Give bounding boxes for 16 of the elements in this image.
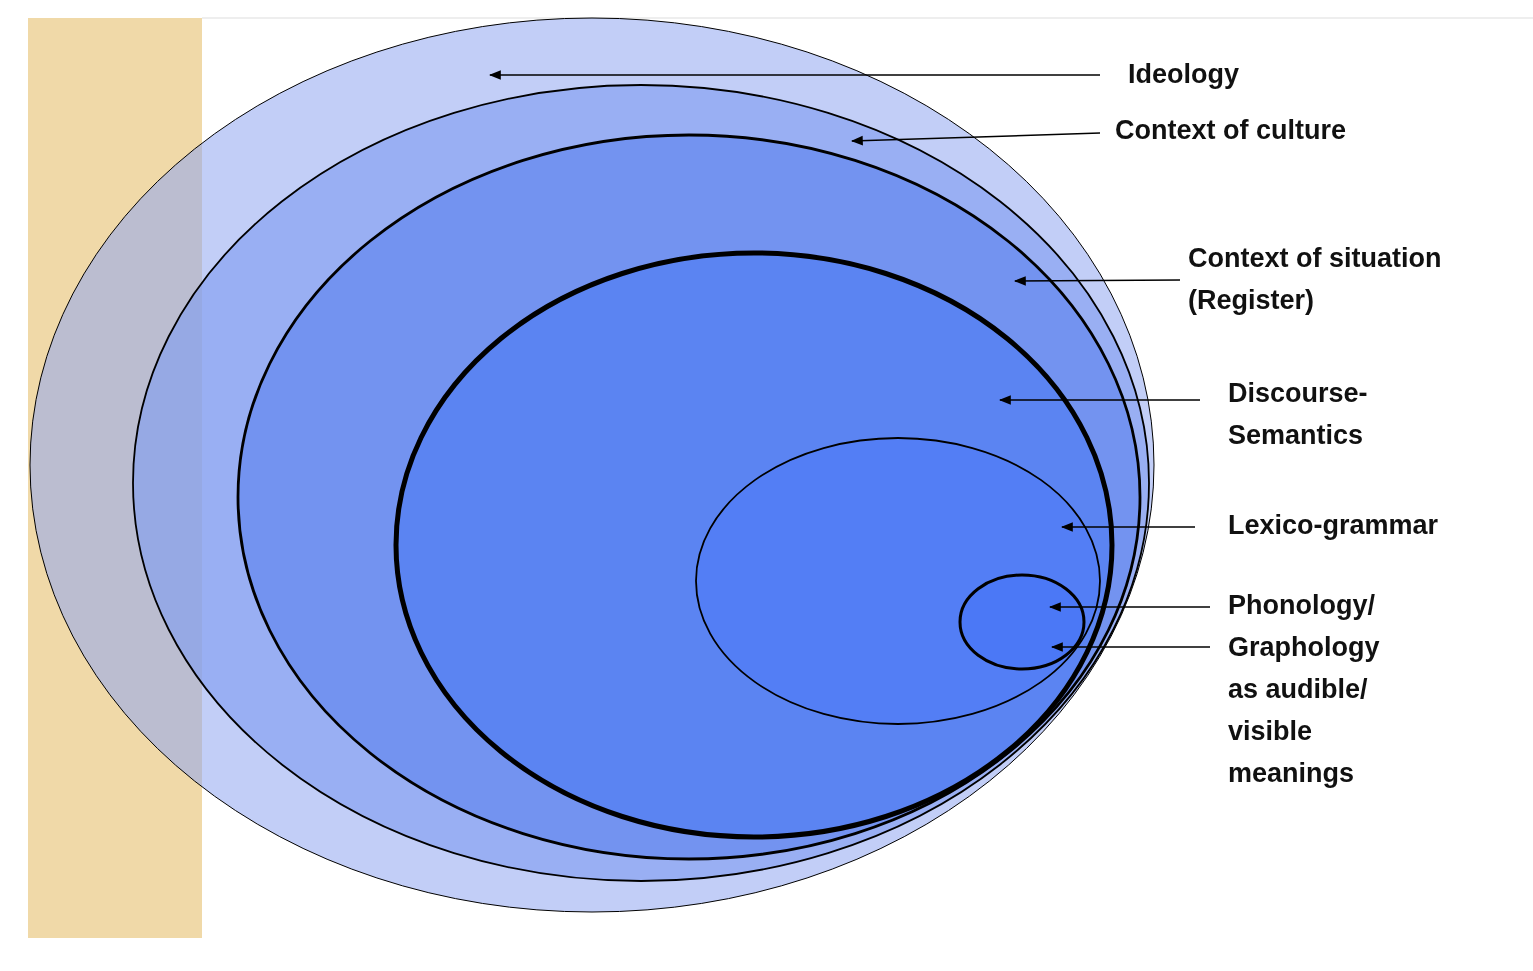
nested-ellipse (695, 437, 1101, 725)
layer-label: Context of situation (Register) (1188, 237, 1528, 321)
leader-arrow (850, 132, 1101, 146)
layer-label: Phonology/ Graphology as audible/ visible meanings (1228, 584, 1406, 794)
nested-ellipse (958, 573, 1086, 671)
leader-arrow (1013, 276, 1181, 286)
leader-arrow (1048, 602, 1211, 612)
leader-arrow (998, 395, 1201, 405)
leader-arrow (1050, 642, 1211, 652)
leader-arrow (1060, 522, 1196, 532)
layer-label: Discourse- Semantics (1228, 372, 1508, 456)
layer-label: Lexico-grammar (1228, 504, 1528, 546)
layer-label: Ideology (1128, 53, 1428, 95)
layer-label: Context of culture (1115, 109, 1515, 151)
leader-arrow (488, 70, 1101, 80)
nested-ellipse (393, 250, 1115, 840)
